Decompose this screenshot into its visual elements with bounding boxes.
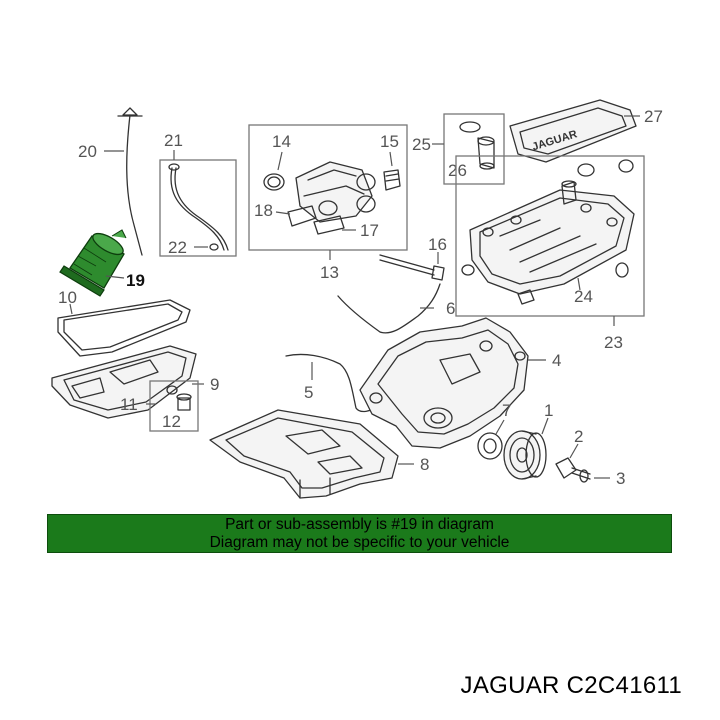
callout-25: 25 [412, 135, 431, 154]
dipstick-tube [168, 163, 229, 251]
leader-15 [389, 151, 393, 167]
thermostat-box [248, 124, 408, 251]
crank-bolt [555, 457, 591, 483]
callout-9: 9 [210, 375, 219, 394]
callout-14: 14 [272, 132, 291, 151]
tube-box [159, 159, 237, 257]
valve-cover [461, 159, 635, 305]
leader-14 [277, 151, 283, 171]
leader-10 [69, 303, 73, 315]
thermostat-housing [263, 161, 401, 235]
callout-1: 1 [544, 401, 553, 420]
oil-filler-cap [459, 121, 495, 170]
callout-20: 20 [78, 142, 97, 161]
drain-plug-box [149, 380, 199, 432]
callout-15: 15 [380, 132, 399, 151]
callout-19: 19 [126, 271, 145, 290]
cover-gasket-upper [337, 283, 441, 334]
leader-2 [569, 443, 579, 459]
notice-banner: Part or sub-assembly is #19 in diagram D… [47, 514, 672, 553]
callout-11: 11 [120, 395, 138, 414]
engine-cover: JAGUAR [509, 99, 637, 163]
callout-7: 7 [502, 401, 511, 420]
leader-1 [541, 417, 549, 435]
banner-line-1: Part or sub-assembly is #19 in diagram [225, 516, 494, 533]
callout-12: 12 [162, 412, 181, 431]
callout-26: 26 [448, 161, 467, 180]
callout-13: 13 [320, 263, 339, 282]
oil-pan-gasket [57, 299, 191, 357]
callout-27: 27 [644, 107, 663, 126]
filler-cap-box [443, 113, 505, 185]
callout-10: 10 [58, 288, 77, 307]
banner-line-2: Diagram may not be specific to your vehi… [209, 534, 510, 551]
callout-22: 22 [168, 238, 187, 257]
crank-seal [477, 432, 503, 460]
dipstick [117, 107, 143, 256]
callout-8: 8 [420, 455, 429, 474]
leader-18 [275, 211, 291, 215]
callout-6: 6 [446, 299, 455, 318]
callout-5: 5 [304, 383, 313, 402]
callout-2: 2 [574, 427, 583, 446]
callout-24: 24 [574, 287, 593, 306]
callout-21: 21 [164, 131, 183, 150]
upper-oil-pan [209, 409, 399, 499]
part-number-label: JAGUAR C2C41611 [460, 672, 682, 699]
callout-23: 23 [604, 333, 623, 352]
timing-cover [359, 317, 529, 449]
drain-plug [166, 385, 192, 411]
callout-3: 3 [616, 469, 625, 488]
bolt [379, 254, 445, 281]
callout-16: 16 [428, 235, 447, 254]
valve-cover-box [455, 155, 645, 317]
leader-19 [105, 275, 125, 279]
crank-pulley [503, 430, 547, 480]
callout-4: 4 [552, 351, 561, 370]
callout-17: 17 [360, 221, 379, 240]
lower-oil-pan [51, 345, 197, 419]
cover-gasket-lower [285, 353, 381, 413]
callout-18: 18 [254, 201, 273, 220]
leader-24 [577, 277, 581, 291]
leader-7 [495, 419, 505, 435]
oil-filter-highlighted [59, 229, 127, 297]
